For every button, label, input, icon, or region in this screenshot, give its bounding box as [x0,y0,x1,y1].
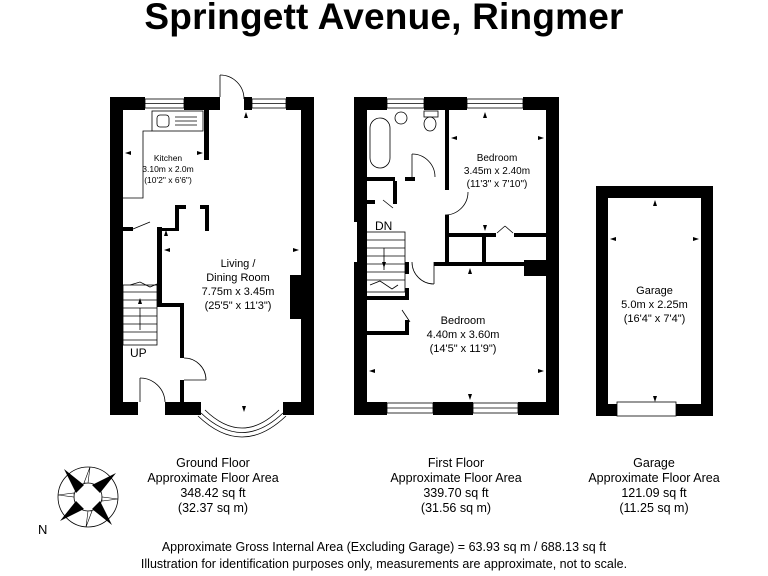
compass-rose-icon [57,466,119,528]
stairs-down-label: DN [375,219,393,233]
area-sq-m: (11.25 sq m) [619,501,689,515]
first-floor-area-summary: First Floor Approximate Floor Area 339.7… [376,456,536,516]
area-label: Approximate Floor Area [390,471,522,485]
compass-north-label: N [38,522,48,537]
area-sq-m: (32.37 sq m) [177,501,249,515]
area-label: Approximate Floor Area [147,471,279,485]
room-size-metric: 3.10m x 2.0m [142,164,194,174]
room-label-bedroom-small: Bedroom 3.45m x 2.40m (11'3" x 7'10") [452,152,542,191]
room-name: Bedroom [476,153,518,164]
room-size-imperial: (10'2" x 6'6") [144,175,192,185]
stairs-up-label: UP [130,346,147,360]
dimension-markers [125,112,699,412]
area-sq-ft: 121.09 sq ft [621,486,687,500]
room-size-imperial: (14'5" x 11'9") [429,343,497,355]
room-name: Garage [636,285,673,297]
garage-plan [596,186,713,416]
area-label: Approximate Floor Area [588,471,720,485]
room-size-metric: 4.40m x 3.60m [426,329,500,341]
room-size-imperial: (11'3" x 7'10") [466,179,528,190]
room-label-living-dining: Living / Dining Room 7.75m x 3.45m (25'5… [175,257,301,313]
room-size-metric: 5.0m x 2.25m [621,299,688,311]
disclaimer-note: Illustration for identification purposes… [140,557,628,571]
room-size-imperial: (16'4" x 7'4") [623,313,686,325]
floor-name: First Floor [427,456,485,470]
page-title: Springett Avenue, Ringmer [144,0,624,37]
room-name-line1: Living / [220,258,256,270]
floor-name: Garage [633,456,675,470]
room-label-kitchen: Kitchen 3.10m x 2.0m (10'2" x 6'6") [128,153,208,186]
ground-floor-plan [110,97,314,415]
area-sq-ft: 339.70 sq ft [423,486,489,500]
area-sq-m: (31.56 sq m) [420,501,492,515]
first-floor-plan [354,97,559,415]
garage-area-summary: Garage Approximate Floor Area 121.09 sq … [574,456,734,516]
floor-name: Ground Floor [176,456,250,470]
room-size-imperial: (25'5" x 11'3") [204,300,272,312]
room-name: Kitchen [153,153,183,163]
room-label-bedroom-large: Bedroom 4.40m x 3.60m (14'5" x 11'9") [408,314,518,356]
room-name: Bedroom [440,315,486,327]
ground-floor-area-summary: Ground Floor Approximate Floor Area 348.… [133,456,293,516]
area-sq-ft: 348.42 sq ft [180,486,246,500]
room-name: Dining Room [206,272,270,284]
room-size-metric: 3.45m x 2.40m [463,166,531,177]
room-size-metric: 7.75m x 3.45m [201,286,275,298]
gross-area-note: Approximate Gross Internal Area (Excludi… [161,540,607,554]
room-label-garage: Garage 5.0m x 2.25m (16'4" x 7'4") [608,284,701,326]
